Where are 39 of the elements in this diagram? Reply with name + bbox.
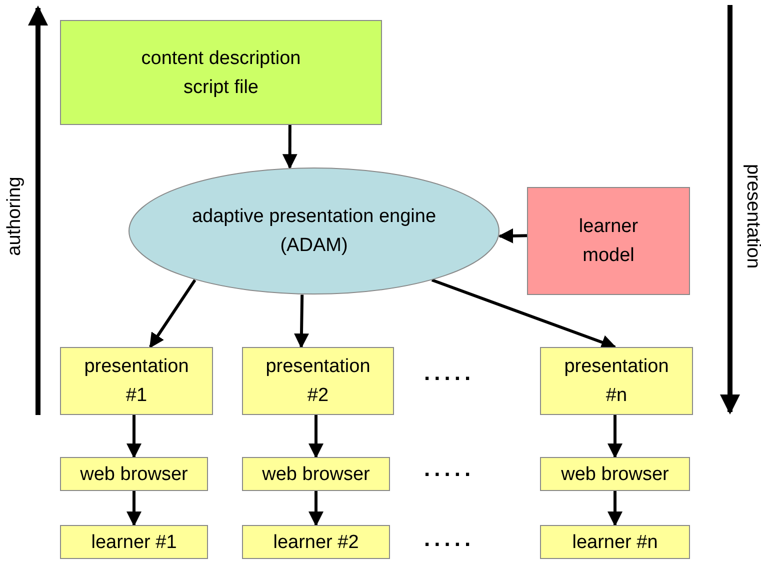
- node-label: presentation #n: [563, 355, 670, 408]
- node-label: learner #1: [91, 530, 177, 554]
- process-box: [60, 20, 382, 125]
- process-box: [540, 525, 690, 559]
- process-box: [60, 347, 213, 415]
- arrow: [126, 491, 142, 526]
- process-box: [527, 187, 690, 295]
- arrow: [149, 279, 196, 348]
- node-label: web browser: [561, 462, 669, 486]
- process-box: [60, 457, 208, 491]
- process-box: [60, 525, 208, 559]
- arrow: [431, 278, 616, 350]
- arrow: [308, 415, 324, 458]
- ellipsis-dots: .....: [424, 455, 475, 483]
- node-label: presentation #1: [83, 355, 190, 408]
- arrow: [294, 294, 309, 348]
- node-label: learner #2: [273, 530, 359, 554]
- arrow: [308, 491, 324, 526]
- arrow: [608, 491, 622, 526]
- arrow: [498, 228, 528, 244]
- node-label: adaptive presentation engine (ADAM): [190, 205, 438, 258]
- arrow: [126, 415, 142, 458]
- process-box: [242, 457, 390, 491]
- node-label: learner #n: [572, 530, 658, 554]
- arrow: [608, 415, 622, 458]
- process-box: [242, 525, 390, 559]
- ellipsis-dots: .....: [424, 359, 475, 387]
- process-box: [242, 347, 394, 415]
- node-label: web browser: [80, 462, 188, 486]
- ellipsis-dots: .....: [424, 525, 475, 553]
- node-label: learner model: [578, 215, 640, 268]
- axis-label: presentation: [741, 162, 761, 271]
- node-label: presentation #2: [264, 355, 372, 408]
- process-box: [540, 457, 690, 491]
- node-label: web browser: [262, 462, 370, 486]
- process-box: [540, 347, 693, 415]
- arrow: [282, 125, 298, 170]
- axis-label: authoring: [2, 176, 26, 258]
- node-label: content description script file: [140, 46, 302, 100]
